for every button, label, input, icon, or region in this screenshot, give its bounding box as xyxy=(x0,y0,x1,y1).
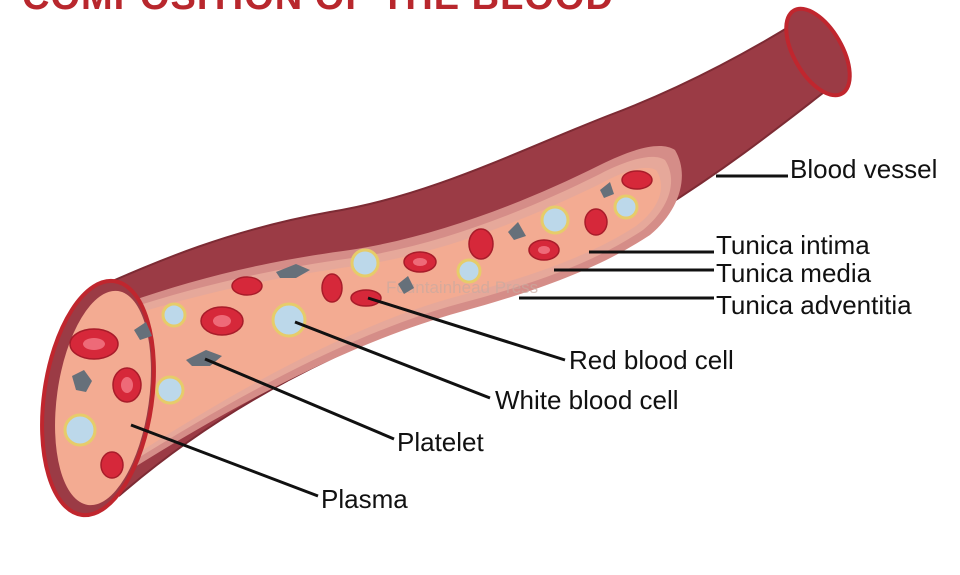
red-blood-cell xyxy=(231,276,263,296)
red-blood-cell xyxy=(100,451,124,479)
label-tunica-adventitia: Tunica adventitia xyxy=(716,290,912,320)
white-blood-cell xyxy=(540,205,570,235)
platelet xyxy=(398,276,414,294)
red-blood-cell-centers xyxy=(83,246,550,393)
red-blood-cell xyxy=(621,170,653,190)
red-blood-cell xyxy=(321,273,343,303)
white-blood-cells xyxy=(63,194,639,447)
platelet xyxy=(600,182,614,198)
red-blood-cell xyxy=(468,228,494,260)
platelet xyxy=(134,322,152,340)
white-blood-cell xyxy=(155,375,185,405)
white-blood-cell xyxy=(456,258,482,284)
platelet xyxy=(72,370,92,392)
watermark-text: Fountainhead Press xyxy=(386,278,538,297)
platelet xyxy=(508,222,526,240)
label-plasma: Plasma xyxy=(321,484,408,514)
leader-white-blood-cell xyxy=(294,320,491,400)
label-tunica-intima: Tunica intima xyxy=(716,230,870,260)
leader-platelet xyxy=(204,357,395,441)
red-blood-cell xyxy=(350,289,382,307)
white-blood-cell xyxy=(350,248,380,278)
red-blood-cell xyxy=(584,208,608,236)
label-red-blood-cell: Red blood cell xyxy=(569,345,734,375)
label-platelet: Platelet xyxy=(397,427,484,457)
leader-red-blood-cell xyxy=(367,296,566,362)
white-blood-cell xyxy=(161,302,187,328)
vessel-far-opening xyxy=(784,6,852,98)
platelet xyxy=(276,264,310,278)
label-tunica-media: Tunica media xyxy=(716,258,872,288)
white-blood-cell xyxy=(271,302,307,338)
leader-lines xyxy=(130,174,788,498)
label-blood-vessel: Blood vessel xyxy=(790,154,938,184)
white-blood-cell xyxy=(63,413,97,447)
plasma-lumen xyxy=(128,167,662,455)
label-white-blood-cell: White blood cell xyxy=(495,385,679,415)
diagram-title: COMPOSITION OF THE BLOOD xyxy=(22,0,614,19)
white-blood-cell xyxy=(613,194,639,220)
leader-plasma xyxy=(130,423,319,498)
